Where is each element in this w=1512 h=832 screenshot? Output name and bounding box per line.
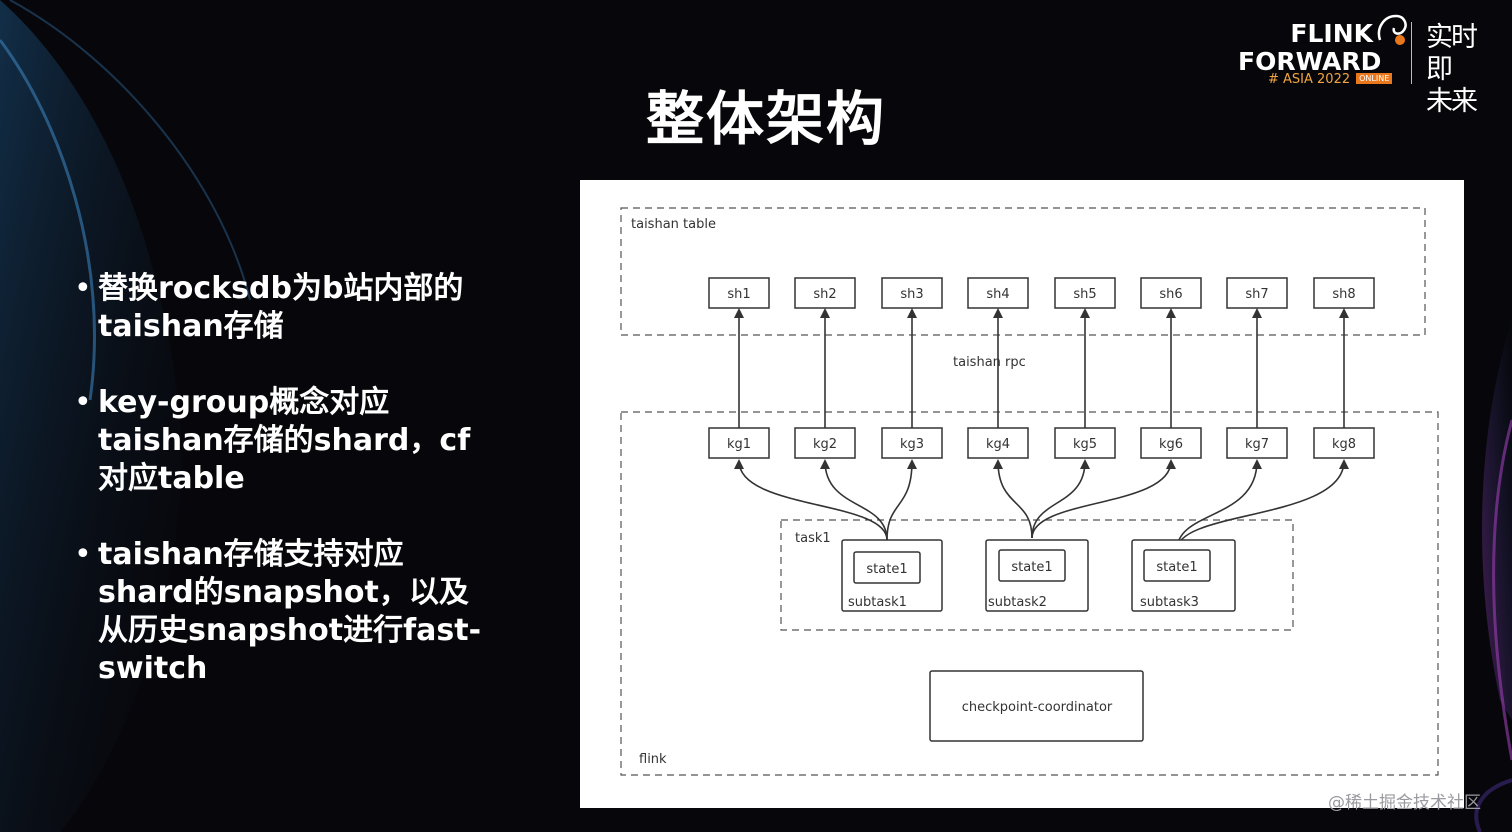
key-group-node: kg5 [1054, 427, 1116, 459]
subtask-node: state1 subtask2 [985, 539, 1089, 612]
state-label: state1 [1011, 560, 1052, 575]
key-group-label: kg2 [813, 437, 837, 452]
key-group-node: kg4 [967, 427, 1029, 459]
subtask-label: subtask1 [848, 595, 907, 610]
state-to-keygroup-arrow [820, 459, 888, 541]
shard-label: sh1 [727, 287, 750, 302]
key-group-label: kg8 [1332, 437, 1356, 452]
key-group-node: kg1 [708, 427, 770, 459]
key-group-label: kg7 [1245, 437, 1269, 452]
flink-label: flink [639, 752, 667, 767]
subtask-node: state1 subtask3 [1131, 539, 1236, 612]
shard-label: sh7 [1245, 287, 1268, 302]
task-label: task1 [795, 531, 831, 546]
key-group-node: kg2 [794, 427, 856, 459]
key-group-label: kg3 [900, 437, 924, 452]
bullet-item: •key-group概念对应taishan存储的shard，cf对应table [74, 385, 471, 496]
shard-node: sh7 [1226, 277, 1288, 309]
shard-label: sh8 [1332, 287, 1355, 302]
shard-node: sh8 [1313, 277, 1375, 309]
checkpoint-coordinator-node: checkpoint-coordinator [929, 670, 1144, 742]
shard-node: sh1 [708, 277, 770, 309]
state-label: state1 [866, 562, 907, 577]
logo-divider [1411, 22, 1412, 84]
shard-label: sh2 [813, 287, 836, 302]
key-group-label: kg4 [986, 437, 1010, 452]
state-to-keygroup-arrow [1176, 459, 1262, 551]
key-group-node: kg8 [1313, 427, 1375, 459]
key-group-label: kg1 [727, 437, 751, 452]
bullet-item: •替换rocksdb为b站内部的taishan存储 [74, 271, 464, 344]
logo-slogan: 实时即 未来 [1426, 22, 1478, 117]
state-to-keygroup-arrow [1031, 459, 1090, 539]
logo-wordmark: FLINK FORWARD [1238, 19, 1382, 76]
key-group-label: kg6 [1159, 437, 1183, 452]
bullet-list: •替换rocksdb为b站内部的taishan存储 •key-group概念对应… [72, 270, 492, 726]
bullet-marker: • [74, 537, 92, 572]
shard-node: sh2 [794, 277, 856, 309]
shard-node: sh4 [967, 277, 1029, 309]
squirrel-icon [1377, 14, 1407, 45]
key-group-label: kg5 [1073, 437, 1097, 452]
architecture-diagram: taishan table taishan rpc flink task1 sh… [580, 180, 1464, 808]
shard-label: sh5 [1073, 287, 1096, 302]
state-to-keygroup-arrow [1176, 459, 1349, 551]
shard-node: sh6 [1140, 277, 1202, 309]
taishan-table-group [620, 207, 1426, 336]
flink-group [620, 411, 1439, 776]
bullet-marker: • [74, 271, 92, 306]
state-node [1143, 549, 1211, 582]
key-group-node: kg7 [1226, 427, 1288, 459]
bullet-item: •taishan存储支持对应shard的snapshot，以及从历史snapsh… [74, 537, 482, 686]
taishan-table-label: taishan table [631, 217, 716, 232]
subtask-label: subtask3 [1140, 595, 1199, 610]
state-label: state1 [1156, 560, 1197, 575]
shard-node: sh3 [881, 277, 943, 309]
state-node [998, 549, 1066, 582]
shard-label: sh4 [986, 287, 1009, 302]
subtask-label: subtask2 [988, 595, 1047, 610]
shard-label: sh3 [900, 287, 923, 302]
state-node [853, 551, 921, 584]
checkpoint-coordinator-label: checkpoint-coordinator [962, 700, 1113, 715]
slide-title: 整体架构 [645, 85, 886, 153]
online-badge: ONLINE [1356, 73, 1393, 84]
shard-node: sh5 [1054, 277, 1116, 309]
key-group-node: kg6 [1140, 427, 1202, 459]
state-to-keygroup-arrow [734, 459, 888, 541]
subtask-node: state1 subtask1 [841, 539, 943, 612]
shard-label: sh6 [1159, 287, 1182, 302]
state-to-keygroup-arrow [1031, 459, 1176, 539]
watermark: @稀土掘金技术社区 [1328, 793, 1481, 813]
state-to-keygroup-arrow [886, 459, 917, 541]
key-group-node: kg3 [881, 427, 943, 459]
bullet-marker: • [74, 385, 92, 420]
taishan-rpc-label: taishan rpc [953, 355, 1026, 370]
state-to-keygroup-arrow [993, 459, 1033, 539]
